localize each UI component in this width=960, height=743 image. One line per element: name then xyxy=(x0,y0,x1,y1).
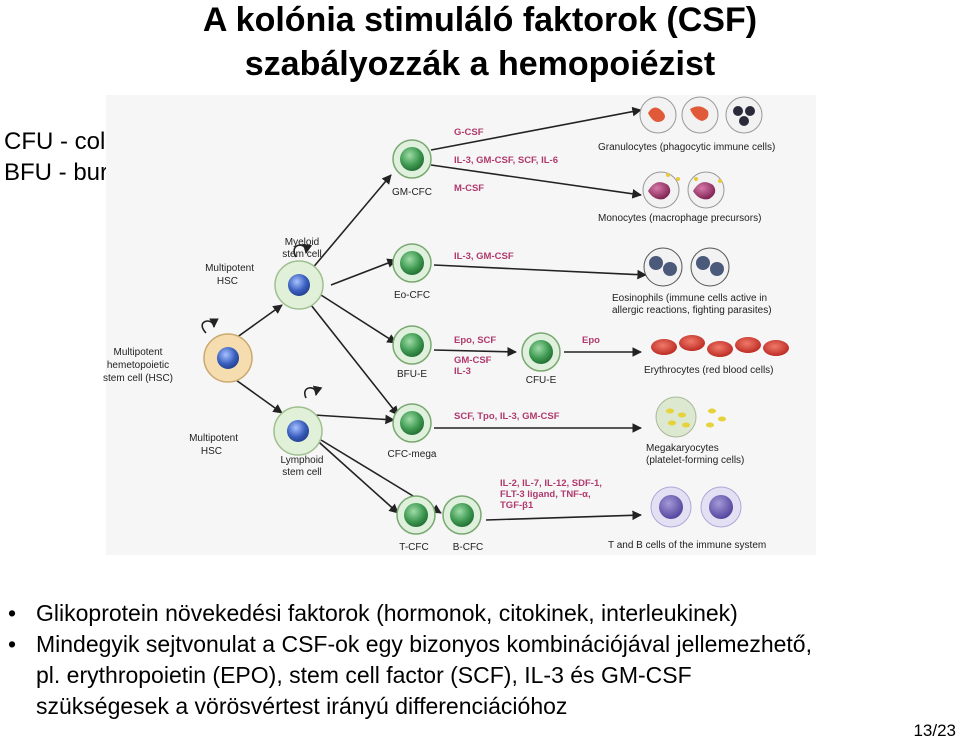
monocyte-cells xyxy=(642,171,725,209)
megakaryocytes-label-1: Megakaryocytes xyxy=(646,443,719,454)
eosinophils-label-1: Eosinophils (immune cells active in xyxy=(612,293,767,304)
hsc-label-1: Multipotent xyxy=(114,347,163,358)
factor-epo-scf: Epo, SCF xyxy=(454,335,496,346)
monocytes-label: Monocytes (macrophage precursors) xyxy=(598,213,761,224)
factor-il3: IL-3 xyxy=(454,366,471,377)
hematopoiesis-diagram: Multipotent HSC Multipotent hemetopoieti… xyxy=(103,95,816,555)
t-cfc-cell xyxy=(396,495,436,535)
eosinophil-cells xyxy=(643,247,730,287)
b-cfc-label: B-CFC xyxy=(453,542,484,553)
factor-epo: Epo xyxy=(582,335,600,346)
hsc-bottom-label-1: Multipotent xyxy=(189,433,238,444)
hsc-top-label-2: HSC xyxy=(217,276,238,287)
factor-g-csf: G-CSF xyxy=(454,127,484,138)
myeloid-label-2: stem cell xyxy=(282,249,321,260)
tb-cells-label: T and B cells of the immune system xyxy=(608,540,766,551)
factor-il3-gm-scf-il6: IL-3, GM-CSF, SCF, IL-6 xyxy=(454,155,558,166)
slide-title-line1: A kolónia stimuláló faktorok (CSF) xyxy=(202,1,758,39)
bfu-e-cell xyxy=(392,325,432,365)
b-cfc-cell xyxy=(442,495,482,535)
cfc-mega-cell xyxy=(392,403,432,443)
myeloid-label-1: Myeloid xyxy=(285,237,319,248)
lymphoid-label-1: Lymphoid xyxy=(281,455,324,466)
t-b-cells xyxy=(650,486,742,528)
bullet-item: • Mindegyik sejtvonulat a CSF-ok egy biz… xyxy=(8,629,948,660)
megakaryocytes-label-2: (platelet-forming cells) xyxy=(646,455,744,466)
hsc-label-2: hemetopoietic xyxy=(107,360,169,371)
gm-cfc-label: GM-CFC xyxy=(392,187,432,198)
bullet-text: Mindegyik sejtvonulat a CSF-ok egy bizon… xyxy=(36,631,812,657)
factor-lymph-1: IL-2, IL-7, IL-12, SDF-1, xyxy=(500,478,602,489)
bullet-icon: • xyxy=(8,600,17,626)
factor-m-csf: M-CSF xyxy=(454,183,484,194)
factor-mega: SCF, Tpo, IL-3, GM-CSF xyxy=(454,411,560,422)
eo-cfc-label: Eo-CFC xyxy=(394,290,430,301)
page-number: 13/23 xyxy=(913,721,956,740)
bullet-text-continuation: pl. erythropoietin (EPO), stem cell fact… xyxy=(36,662,692,688)
lineage-arrows xyxy=(201,106,647,521)
granulocytes-label: Granulocytes (phagocytic immune cells) xyxy=(598,142,775,153)
erythrocyte-cells xyxy=(651,335,789,357)
bullet-list: • Glikoprotein növekedési faktorok (horm… xyxy=(8,598,948,722)
bullet-item: • Glikoprotein növekedési faktorok (horm… xyxy=(8,598,948,629)
hsc-label-3: stem cell (HSC) xyxy=(103,373,173,384)
lymphoid-stem-cell xyxy=(273,406,323,456)
myeloid-stem-cell xyxy=(274,260,324,310)
slide-title-line2: szabályozzák a hemopoiézist xyxy=(244,45,716,83)
lymphoid-label-2: stem cell xyxy=(282,467,321,478)
erythrocytes-label: Erythrocytes (red blood cells) xyxy=(644,365,774,376)
hsc-bottom-label-2: HSC xyxy=(201,446,222,457)
diagram-labels: Multipotent HSC Multipotent hemetopoieti… xyxy=(103,142,775,553)
factor-lymph-3: TGF-β1 xyxy=(500,500,534,511)
gm-cfc-cell xyxy=(392,139,432,179)
bullet-text-continuation: szükségesek a vörösvértest irányú differ… xyxy=(36,693,568,719)
hsc-top-label-1: Multipotent xyxy=(205,263,254,274)
cfc-mega-label: CFC-mega xyxy=(388,449,437,460)
hsc-cell xyxy=(203,333,253,383)
eo-cfc-cell xyxy=(392,243,432,283)
cfu-e-label: CFU-E xyxy=(526,375,557,386)
eosinophils-label-2: allergic reactions, fighting parasites) xyxy=(612,305,772,316)
megakaryocyte-cells xyxy=(655,396,726,438)
growth-factor-labels: G-CSF IL-3, GM-CSF, SCF, IL-6 M-CSF IL-3… xyxy=(454,127,602,511)
t-cfc-label: T-CFC xyxy=(399,542,428,553)
cfu-e-cell xyxy=(521,332,561,372)
granulocyte-cells xyxy=(639,96,763,134)
factor-lymph-2: FLT-3 ligand, TNF-α, xyxy=(500,489,591,500)
bullet-icon: • xyxy=(8,631,17,657)
bullet-text: Glikoprotein növekedési faktorok (hormon… xyxy=(36,600,738,626)
bfu-e-label: BFU-E xyxy=(397,369,427,380)
factor-gm-csf: GM-CSF xyxy=(454,355,492,366)
factor-il3-gm: IL-3, GM-CSF xyxy=(454,251,514,262)
